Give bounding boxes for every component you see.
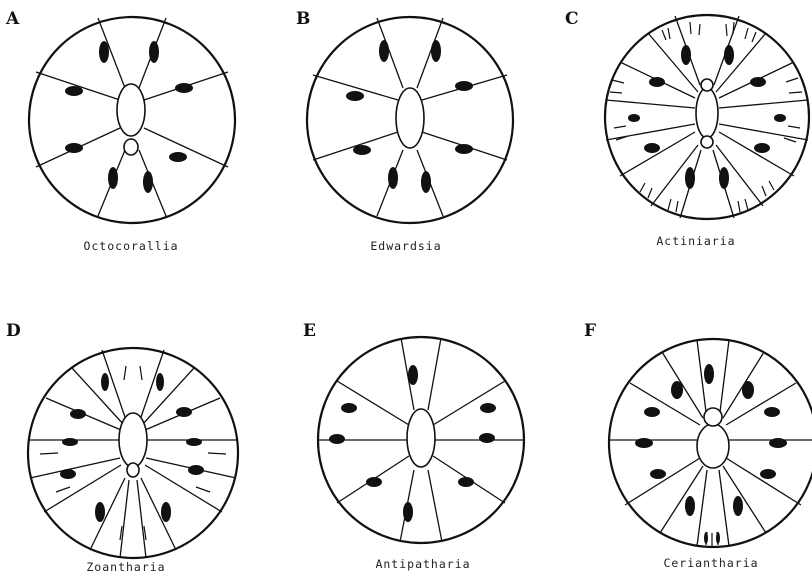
pharynx-a xyxy=(116,83,146,137)
retractor-muscles-a xyxy=(65,41,193,193)
panel-a: A Octocorallia xyxy=(5,9,237,253)
pharynx-d xyxy=(118,412,148,468)
panel-letter-b: B xyxy=(296,9,310,29)
panel-d: D xyxy=(6,321,240,574)
panel-b: B Edwardsia xyxy=(296,9,515,253)
retractor-muscles-e xyxy=(329,365,496,522)
retractor-muscles-f xyxy=(635,364,787,516)
panel-letter-e: E xyxy=(303,321,316,341)
caption-actiniaria: Actiniaria xyxy=(656,234,735,248)
panel-c: C xyxy=(565,9,811,248)
panel-letter-d: D xyxy=(6,321,21,341)
siphonoglyph-d xyxy=(126,462,140,478)
pharynx-c xyxy=(695,87,719,139)
siphonoglyph-a xyxy=(123,138,139,156)
minor-mesenteries-d xyxy=(39,365,227,541)
panel-letter-c: C xyxy=(565,9,579,29)
minor-mesenteries-c xyxy=(609,21,803,213)
retractor-muscles-b xyxy=(346,40,473,193)
caption-zoantharia: Zoantharia xyxy=(86,560,165,574)
panel-letter-a: A xyxy=(5,9,20,29)
pharynx-f xyxy=(696,423,730,469)
retractor-muscles-d xyxy=(60,373,204,522)
siphonoglyph-c-top xyxy=(700,78,714,92)
panel-letter-f: F xyxy=(584,321,596,341)
caption-antipatharia: Antipatharia xyxy=(375,557,470,571)
caption-octocorallia: Octocorallia xyxy=(83,239,178,253)
siphonoglyph-c-bottom xyxy=(700,135,714,149)
caption-ceriantharia: Ceriantharia xyxy=(663,556,758,570)
pharynx-e xyxy=(406,408,436,468)
panel-e: E Antipatharia xyxy=(303,321,526,571)
minor-mesenteries-f xyxy=(704,531,720,547)
caption-edwardsia: Edwardsia xyxy=(370,239,441,253)
pharynx-b xyxy=(395,87,425,149)
panel-f: F xyxy=(584,321,812,570)
siphonoglyph-f xyxy=(703,407,723,427)
retractor-muscles-c xyxy=(628,45,786,189)
